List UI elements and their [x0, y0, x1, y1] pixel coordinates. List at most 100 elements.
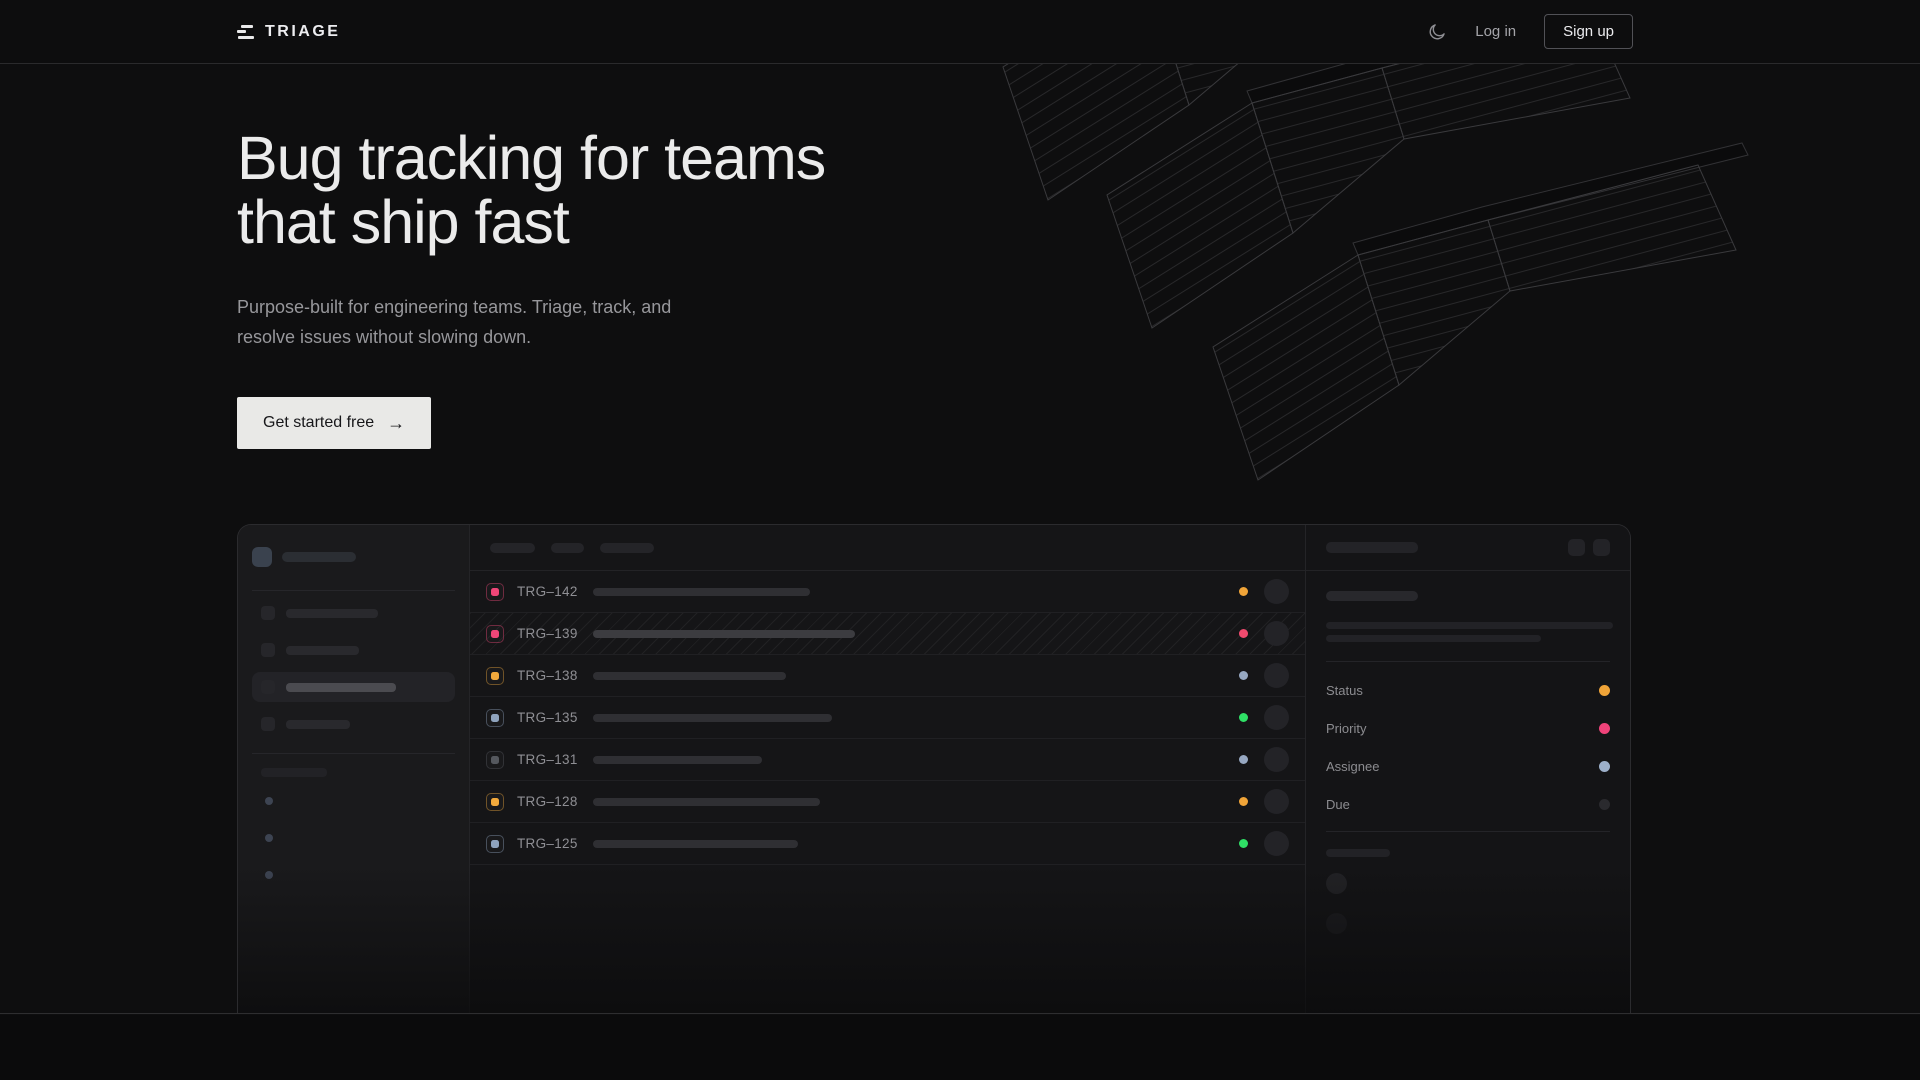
issue-type-icon	[486, 582, 504, 601]
issue-title-skeleton	[593, 839, 798, 848]
issue-properties: Status Priority Assignee Due	[1326, 671, 1610, 823]
property-value-dot	[1599, 722, 1610, 734]
issue-id: TRG–135	[517, 710, 578, 725]
assignee-avatar	[1264, 747, 1289, 772]
nav-item-icon	[261, 680, 275, 694]
skeleton-bar	[282, 552, 356, 562]
detail-panel-header	[1306, 525, 1630, 571]
sidebar-section-label-skeleton	[261, 768, 327, 777]
issue-row[interactable]: TRG–139	[470, 613, 1305, 655]
issue-row[interactable]: TRG–142	[470, 571, 1305, 613]
assignee-avatar	[1264, 705, 1289, 730]
issue-type-icon	[486, 624, 504, 643]
assignee-avatar	[1264, 579, 1289, 604]
filter-pill-skeleton[interactable]	[600, 542, 654, 553]
moon-icon	[1429, 23, 1446, 39]
property-row[interactable]: Due	[1326, 785, 1610, 823]
assignee-avatar	[1264, 621, 1289, 646]
divider	[252, 590, 455, 591]
hero-subtitle-line2: resolve issues without slowing down.	[237, 327, 532, 347]
status-dot	[1239, 713, 1248, 722]
hero-title-line1: Bug tracking for teams	[237, 124, 826, 192]
property-value-dot	[1599, 760, 1610, 772]
issue-row[interactable]: TRG–135	[470, 697, 1305, 739]
issue-row[interactable]: TRG–138	[470, 655, 1305, 697]
issue-title-skeleton	[593, 671, 786, 680]
panel-control-button[interactable]	[1568, 539, 1585, 556]
issue-title-skeleton	[593, 629, 855, 638]
top-nav: TRIAGE Log in Sign up	[0, 0, 1920, 64]
description-line-skeleton	[1326, 622, 1613, 629]
footer-band	[0, 1015, 1920, 1080]
sidebar-nav-item-active[interactable]	[252, 672, 455, 702]
property-value-dot	[1599, 684, 1610, 696]
issue-row[interactable]: TRG–128	[470, 781, 1305, 823]
issue-rows: TRG–142 TRG–139 TRG–138 TRG–135 TRG–131	[470, 571, 1305, 865]
detail-panel-body: Status Priority Assignee Due	[1306, 571, 1630, 934]
sidebar-nav-item[interactable]	[252, 635, 455, 665]
hero-subtitle: Purpose-built for engineering teams. Tri…	[237, 292, 671, 352]
status-dot	[1239, 755, 1248, 764]
mockup-detail-panel: Status Priority Assignee Due	[1305, 525, 1630, 1013]
issue-type-icon	[486, 708, 504, 727]
nav-item-icon	[261, 606, 275, 620]
property-label: Due	[1326, 796, 1350, 812]
detail-panel-controls	[1568, 539, 1610, 556]
property-row[interactable]: Priority	[1326, 709, 1610, 747]
divider	[1326, 831, 1610, 832]
issue-id: TRG–125	[517, 836, 578, 851]
property-label: Priority	[1326, 720, 1367, 736]
mockup-workspace-header[interactable]	[252, 547, 455, 567]
brand-name: TRIAGE	[265, 22, 341, 40]
skeleton-bar	[286, 682, 396, 692]
divider	[1326, 661, 1610, 662]
issue-title-skeleton	[593, 713, 832, 722]
skeleton-bar	[286, 719, 350, 729]
get-started-label: Get started free	[263, 414, 375, 431]
triage-logo-icon	[237, 24, 254, 39]
sidebar-nav-item[interactable]	[252, 598, 455, 628]
issue-id: TRG–142	[517, 584, 578, 599]
issue-type-icon	[486, 834, 504, 853]
nav-actions: Log in Sign up	[1427, 14, 1633, 49]
property-row[interactable]: Assignee	[1326, 747, 1610, 785]
theme-toggle-button[interactable]	[1427, 22, 1447, 42]
sidebar-nav-item[interactable]	[252, 709, 455, 739]
issue-title-skeleton	[593, 587, 810, 596]
hero-title: Bug tracking for teams that ship fast	[237, 124, 826, 254]
signup-button[interactable]: Sign up	[1544, 14, 1633, 49]
app-mockup-window: TRG–142 TRG–139 TRG–138 TRG–135 TRG–131	[237, 524, 1631, 1013]
property-label: Status	[1326, 682, 1363, 698]
status-dot	[1239, 587, 1248, 596]
filter-pill-skeleton[interactable]	[551, 542, 584, 553]
issue-title-skeleton	[593, 755, 762, 764]
status-dot	[1239, 839, 1248, 848]
login-link[interactable]: Log in	[1475, 23, 1517, 40]
issue-id: TRG–139	[517, 626, 578, 641]
get-started-button[interactable]: Get started free →	[237, 397, 432, 449]
divider	[252, 753, 455, 754]
activity-label-skeleton	[1326, 849, 1390, 857]
issue-type-icon	[486, 666, 504, 685]
mockup-issue-list: TRG–142 TRG–139 TRG–138 TRG–135 TRG–131	[470, 525, 1305, 1013]
brand[interactable]: TRIAGE	[237, 23, 340, 41]
issue-id: TRG–131	[517, 752, 578, 767]
skeleton-bar	[286, 645, 359, 655]
status-dot	[1239, 629, 1248, 638]
hero-section: Bug tracking for teams that ship fast Pu…	[0, 64, 1920, 1014]
nav-item-icon	[261, 643, 275, 657]
workspace-avatar	[252, 547, 272, 567]
property-value-dot	[1599, 798, 1610, 810]
nav-item-icon	[261, 717, 275, 731]
filter-pill-skeleton[interactable]	[490, 542, 535, 553]
issue-row[interactable]: TRG–125	[470, 823, 1305, 865]
status-dot	[1239, 671, 1248, 680]
panel-control-button[interactable]	[1593, 539, 1610, 556]
issue-row[interactable]: TRG–131	[470, 739, 1305, 781]
activity-avatar	[1326, 913, 1347, 934]
property-row[interactable]: Status	[1326, 671, 1610, 709]
issue-type-icon	[486, 792, 504, 811]
issue-list-toolbar	[470, 525, 1305, 571]
issue-id: TRG–138	[517, 668, 578, 683]
